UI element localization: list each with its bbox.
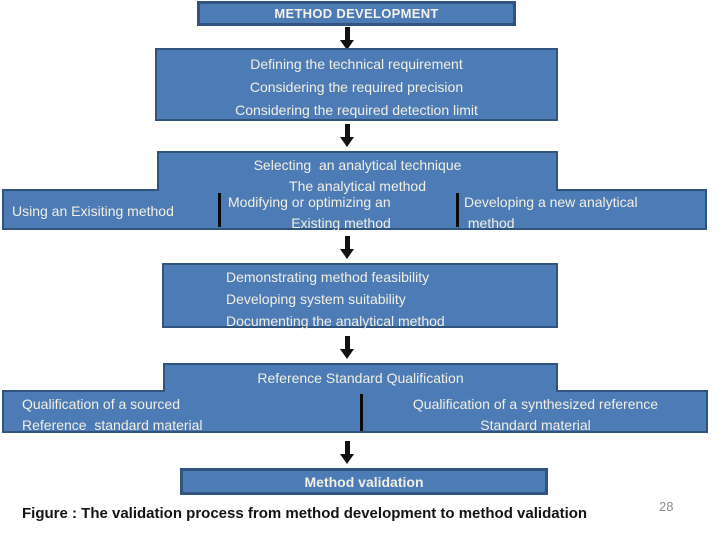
divider-line [218,193,221,227]
synthesized-qualification-cell: Qualification of a synthesized reference… [363,392,708,433]
requirements-box: Defining the technical requirement Consi… [155,48,558,121]
divider-line [360,394,363,431]
arrow-stem [344,236,350,249]
modify-method-line: Modifying or optimizing an [228,194,391,210]
new-method-line: method [464,215,515,231]
arrow-head [340,454,354,464]
divider-line [456,193,459,227]
method-validation-box: Method validation [180,468,548,495]
sourced-qualification-cell: Qualification of a sourced Reference sta… [4,392,358,433]
feasibility-line: Documenting the analytical method [226,313,445,329]
requirements-line: Defining the technical requirement [250,56,463,72]
feasibility-line: Developing system suitability [226,291,406,307]
down-arrow-icon [340,336,354,359]
feasibility-line: Demonstrating method feasibility [226,269,430,285]
down-arrow-icon [340,124,354,147]
page-number: 28 [659,499,674,514]
method-development-label: METHOD DEVELOPMENT [274,6,439,21]
down-arrow-icon [340,236,354,259]
new-method-line: Developing a new analytical [464,194,638,210]
arrow-stem [344,27,350,40]
modify-method-cell: Modifying or optimizing an Existing meth… [226,191,456,231]
arrow-stem [344,124,350,137]
method-development-box: METHOD DEVELOPMENT [197,1,516,26]
down-arrow-icon [340,441,354,464]
method-validation-label: Method validation [304,473,424,490]
figure-caption: Figure : The validation process from met… [22,505,588,522]
technique-selection-box: Selecting an analytical technique The an… [157,151,558,194]
synthesized-qualification-line: Qualification of a synthesized reference [412,396,659,412]
sourced-qualification-line: Reference standard material [22,417,203,433]
reference-standard-box: Reference Standard Qualification [163,363,558,392]
arrow-stem [344,336,350,349]
existing-method-cell: Using an Exisiting method [4,191,222,228]
requirements-line: Considering the required detection limit [235,102,478,118]
method-options-row: Using an Exisiting method Modifying or o… [2,189,707,231]
sourced-qualification-line: Qualification of a sourced [22,396,180,412]
technique-line: Selecting an analytical technique [253,157,462,173]
existing-method-label: Using an Exisiting method [12,203,174,219]
synthesized-qualification-line: Standard material [480,417,591,433]
arrow-head [340,249,354,259]
down-arrow-icon [340,27,354,50]
arrow-head [340,40,354,50]
arrow-head [340,349,354,359]
qualification-row: Qualification of a sourced Reference sta… [2,390,708,433]
technique-line: The analytical method [289,178,426,194]
modify-method-line: Existing method [291,215,391,231]
new-method-cell: Developing a new analytical method [464,191,704,231]
feasibility-box: Demonstrating method feasibility Develop… [162,263,558,329]
requirements-line: Considering the required precision [249,79,464,95]
arrow-head [340,137,354,147]
reference-standard-label: Reference Standard Qualification [257,370,464,386]
arrow-stem [344,441,350,454]
